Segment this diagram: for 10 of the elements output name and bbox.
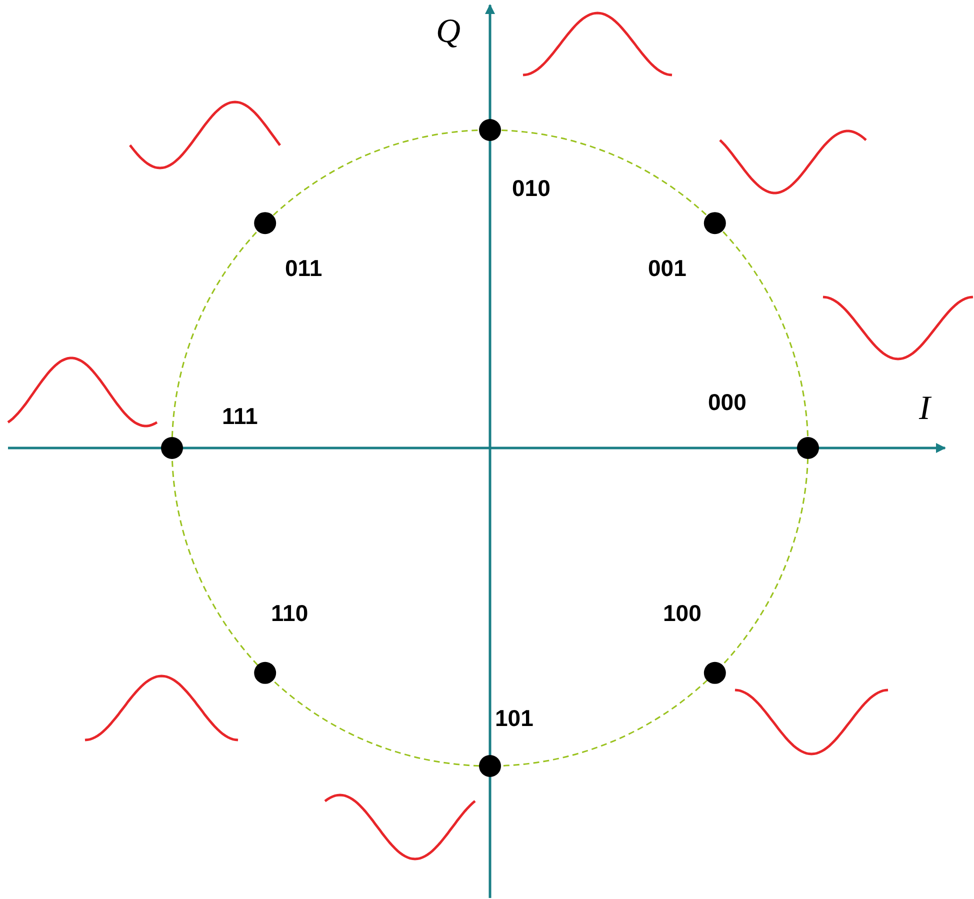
bit-label: 001: [648, 257, 686, 280]
bit-label: 111: [222, 405, 258, 428]
bit-label: 100: [663, 602, 702, 625]
axis-label: I: [919, 392, 930, 426]
axis-label: Q: [436, 15, 461, 49]
bit-label: 110: [271, 602, 308, 625]
bit-label: 011: [285, 257, 322, 280]
bit-label: 101: [495, 707, 534, 730]
bit-label: 010: [512, 177, 550, 200]
bit-label: 000: [708, 391, 746, 414]
